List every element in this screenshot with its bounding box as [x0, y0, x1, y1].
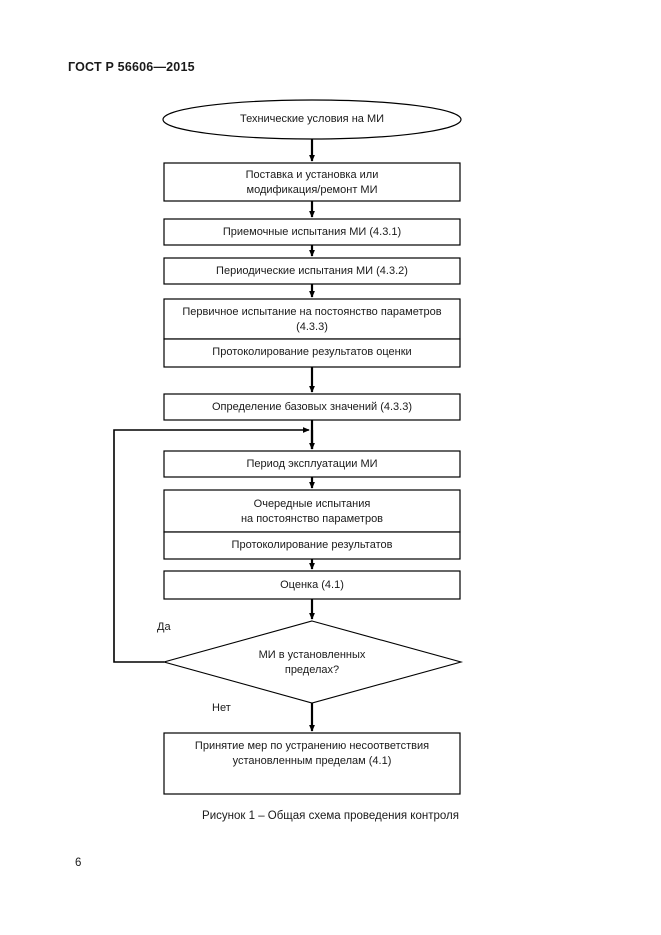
- connector-feedback-loop-yes: [113, 427, 310, 663]
- node-shape-protocol-assessment-results: [163, 338, 461, 368]
- node-shape-assessment: [163, 570, 461, 600]
- node-shape-protocol-results: [163, 531, 461, 560]
- node-shape-corrective-actions: [163, 732, 461, 795]
- node-shape-acceptance-tests: [163, 218, 461, 246]
- figure-caption: Рисунок 1 – Общая схема проведения контр…: [202, 810, 459, 822]
- node-shape-delivery-installation: [163, 162, 461, 202]
- node-shape-periodic-tests: [163, 257, 461, 285]
- edge-label-no: Нет: [212, 702, 231, 714]
- node-shape-terminator-start: [162, 99, 462, 140]
- node-shape-baseline-values: [163, 393, 461, 421]
- standard-header: ГОСТ Р 56606—2015: [68, 60, 195, 74]
- node-shape-operation-period: [163, 450, 461, 478]
- node-shape-decision-within-limits: [161, 620, 464, 704]
- node-shape-initial-constancy-test: [163, 298, 461, 340]
- page-number: 6: [75, 857, 82, 869]
- edge-label-yes: Да: [157, 621, 171, 633]
- node-shape-routine-constancy-tests: [163, 489, 461, 533]
